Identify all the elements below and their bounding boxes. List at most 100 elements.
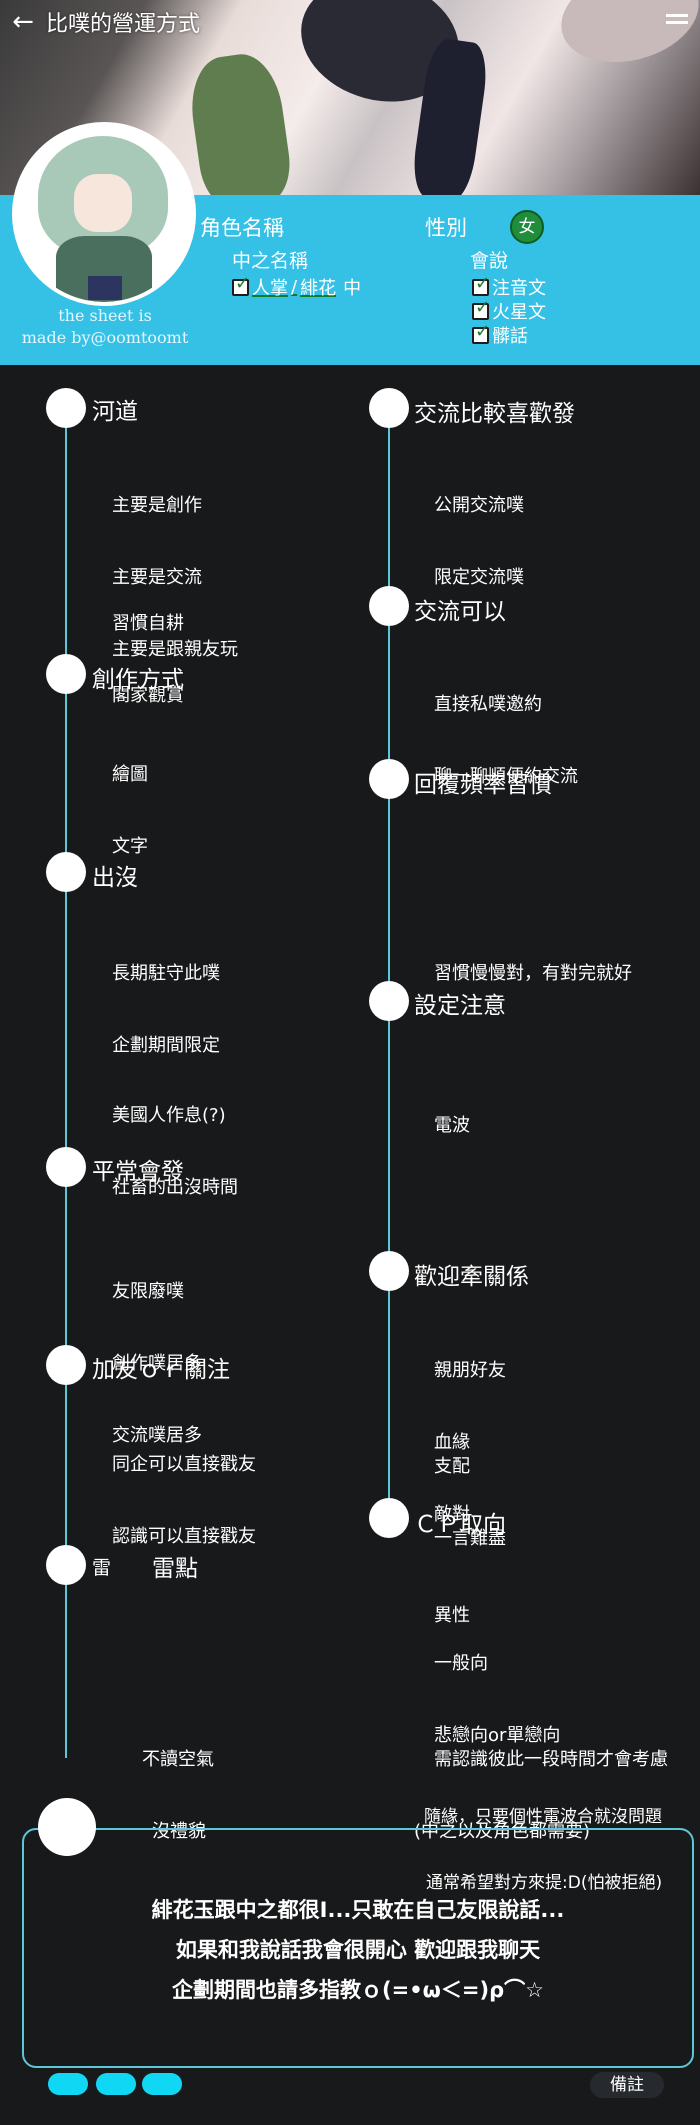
option-item[interactable]: 需認識彼此一段時間才會考慮 bbox=[434, 1749, 668, 1770]
option-list: 習慣慢慢對，有對完就好 bbox=[434, 914, 632, 1010]
speech-option-label: 髒話 bbox=[492, 326, 528, 347]
option-item[interactable]: 不讀空氣 bbox=[142, 1749, 214, 1770]
back-arrow-icon[interactable]: ← bbox=[12, 7, 34, 37]
option-item[interactable]: 認識可以直接戳友 bbox=[112, 1526, 256, 1547]
option-list: 友限廢噗 創作噗居多 交流噗居多 bbox=[112, 1232, 202, 1472]
option-list: 直接私噗邀約 聊一聊順便約交流 bbox=[434, 645, 578, 813]
option-item[interactable]: 沒禮貌 bbox=[152, 1821, 206, 1842]
timeline-node bbox=[46, 1147, 86, 1187]
option-list: 親朋好友 血緣 敵對 bbox=[434, 1311, 506, 1551]
option-item[interactable]: 友限廢噗 bbox=[112, 1281, 184, 1302]
section-subtitle: 雷點 bbox=[152, 1556, 198, 1582]
option-list: 長期駐守此噗 企劃期間限定 bbox=[112, 914, 220, 1082]
credit-line: made by@oomtoomt bbox=[21, 328, 189, 347]
option-item[interactable]: 習慣自耕 bbox=[112, 613, 184, 634]
option-item[interactable]: 繪圖 bbox=[112, 764, 148, 785]
option-item[interactable]: 主要是創作 bbox=[112, 495, 202, 516]
page-indicator-pill[interactable] bbox=[48, 2073, 88, 2095]
speech-option-label: 注音文 bbox=[492, 278, 546, 299]
option-list: 需認識彼此一段時間才會考慮 (中之以及角色都需要) bbox=[414, 1700, 668, 1868]
timeline-node bbox=[46, 852, 86, 892]
option-item[interactable]: 悲戀向or單戀向 bbox=[434, 1725, 561, 1746]
option-item[interactable]: 一言難盡 bbox=[434, 1528, 506, 1549]
option-item[interactable]: 敵對 bbox=[434, 1504, 470, 1525]
cp-label: 中之名稱 bbox=[232, 250, 309, 272]
option-item[interactable]: 長期駐守此噗 bbox=[112, 963, 220, 984]
timeline-node bbox=[46, 654, 86, 694]
checkbox-icon bbox=[472, 297, 490, 320]
section-title: 交流可以 bbox=[414, 599, 506, 625]
note-line: 企劃期間也請多指教ｏ(=•ω＜=)ρ⌒☆ bbox=[172, 1978, 544, 2002]
option-item[interactable]: 主要是跟親友玩 bbox=[112, 639, 238, 660]
option-item[interactable]: 限定交流噗 bbox=[434, 567, 524, 588]
section-title: 歡迎牽關係 bbox=[414, 1264, 529, 1290]
cp-value: 人掌/緋花 中 bbox=[232, 273, 362, 300]
speech-option: 注音文 bbox=[472, 273, 546, 300]
option-list: 支配 一言難盡 bbox=[434, 1407, 506, 1575]
cp-name[interactable]: 人掌 bbox=[252, 278, 288, 299]
section-title: 出沒 bbox=[92, 865, 138, 891]
cp-name[interactable]: 緋花 bbox=[300, 278, 337, 299]
speech-option-label: 火星文 bbox=[492, 302, 546, 323]
option-item[interactable]: 直接私噗邀約 bbox=[434, 694, 542, 715]
page-indicator-pill[interactable] bbox=[96, 2073, 136, 2095]
timeline-node bbox=[369, 1251, 409, 1291]
char-name-label: 角色名稱 bbox=[200, 216, 284, 240]
timeline-line-left bbox=[65, 408, 67, 1758]
option-item[interactable]: 公開交流噗 bbox=[434, 495, 524, 516]
timeline-node bbox=[46, 1545, 86, 1585]
timeline-node bbox=[46, 388, 86, 428]
page-title: 比噗的營運方式 bbox=[46, 12, 201, 37]
option-item[interactable]: 一般向 bbox=[434, 1653, 488, 1674]
option-list: 不讀空氣 沒禮貌 bbox=[142, 1700, 214, 1868]
option-item[interactable]: 閣家觀賞 bbox=[112, 685, 184, 706]
credit-line: the sheet is bbox=[58, 306, 152, 325]
option-item[interactable]: 通常希望對方來提:D(怕被拒絕) bbox=[426, 1873, 663, 1893]
timeline-node bbox=[369, 388, 409, 428]
section-title: 回覆頻率習慣 bbox=[414, 772, 552, 798]
timeline-node bbox=[46, 1345, 86, 1385]
option-item[interactable]: 電波 bbox=[434, 1115, 470, 1136]
option-list: 隨緣，只要個性電波合就沒問題 通常希望對方來提:D(怕被拒絕) bbox=[424, 1762, 662, 1916]
option-item[interactable]: 習慣慢慢對，有對完就好 bbox=[434, 963, 632, 984]
speech-label: 會說 bbox=[470, 250, 509, 272]
option-item[interactable]: 交流噗居多 bbox=[112, 1425, 202, 1446]
checkbox-icon bbox=[472, 321, 490, 344]
gender-label: 性別 bbox=[425, 216, 467, 240]
section-title: 交流比較喜歡發 bbox=[414, 401, 575, 427]
option-item[interactable]: 創作噗居多 bbox=[112, 1353, 202, 1374]
checkbox-icon bbox=[232, 273, 250, 296]
option-list: 習慣自耕 閣家觀賞 bbox=[112, 564, 184, 732]
cp-suffix: 中 bbox=[343, 278, 362, 299]
timeline-node bbox=[38, 1798, 96, 1856]
option-item[interactable]: 異性 bbox=[434, 1605, 470, 1626]
avatar bbox=[12, 122, 196, 306]
page-indicator-pill[interactable] bbox=[142, 2073, 182, 2095]
speech-option: 髒話 bbox=[472, 321, 528, 348]
note-line: 緋花玉跟中之都很I...只敢在自己友限說話... bbox=[151, 1898, 565, 1922]
section-title: 河道 bbox=[92, 399, 138, 425]
section-title: 平常會發 bbox=[92, 1159, 184, 1185]
option-item[interactable]: 同企可以直接戳友 bbox=[112, 1454, 256, 1475]
checkbox-icon bbox=[472, 273, 490, 296]
option-item[interactable]: 血緣 bbox=[434, 1432, 470, 1453]
menu-icon[interactable] bbox=[666, 14, 688, 17]
option-item[interactable]: 社畜的出沒時間 bbox=[112, 1177, 238, 1198]
timeline-node bbox=[369, 586, 409, 626]
option-list: 一般向 悲戀向or單戀向 bbox=[434, 1604, 560, 1772]
option-item[interactable]: (中之以及角色都需要) bbox=[414, 1821, 591, 1842]
option-item[interactable]: 親朋好友 bbox=[434, 1360, 506, 1381]
banner-art-shape bbox=[184, 49, 296, 195]
timeline-node bbox=[369, 1498, 409, 1538]
note-line: 如果和我說話我會很開心 歡迎跟我聊天 bbox=[175, 1938, 541, 1962]
option-item[interactable]: 聊一聊順便約交流 bbox=[434, 766, 578, 787]
option-item[interactable]: 文字 bbox=[112, 836, 148, 857]
option-item[interactable]: 支配 bbox=[434, 1456, 470, 1477]
option-item[interactable]: 隨緣，只要個性電波合就沒問題 bbox=[424, 1807, 662, 1827]
option-item[interactable]: 主要是交流 bbox=[112, 567, 202, 588]
credit-text: the sheet is made by@oomtoomt bbox=[10, 305, 200, 349]
option-list: 主要是創作 主要是交流 主要是跟親友玩 bbox=[112, 446, 238, 686]
option-item[interactable]: 美國人作息(?) bbox=[112, 1105, 226, 1126]
notes-button[interactable]: 備註 bbox=[590, 2072, 664, 2098]
option-item[interactable]: 企劃期間限定 bbox=[112, 1035, 220, 1056]
